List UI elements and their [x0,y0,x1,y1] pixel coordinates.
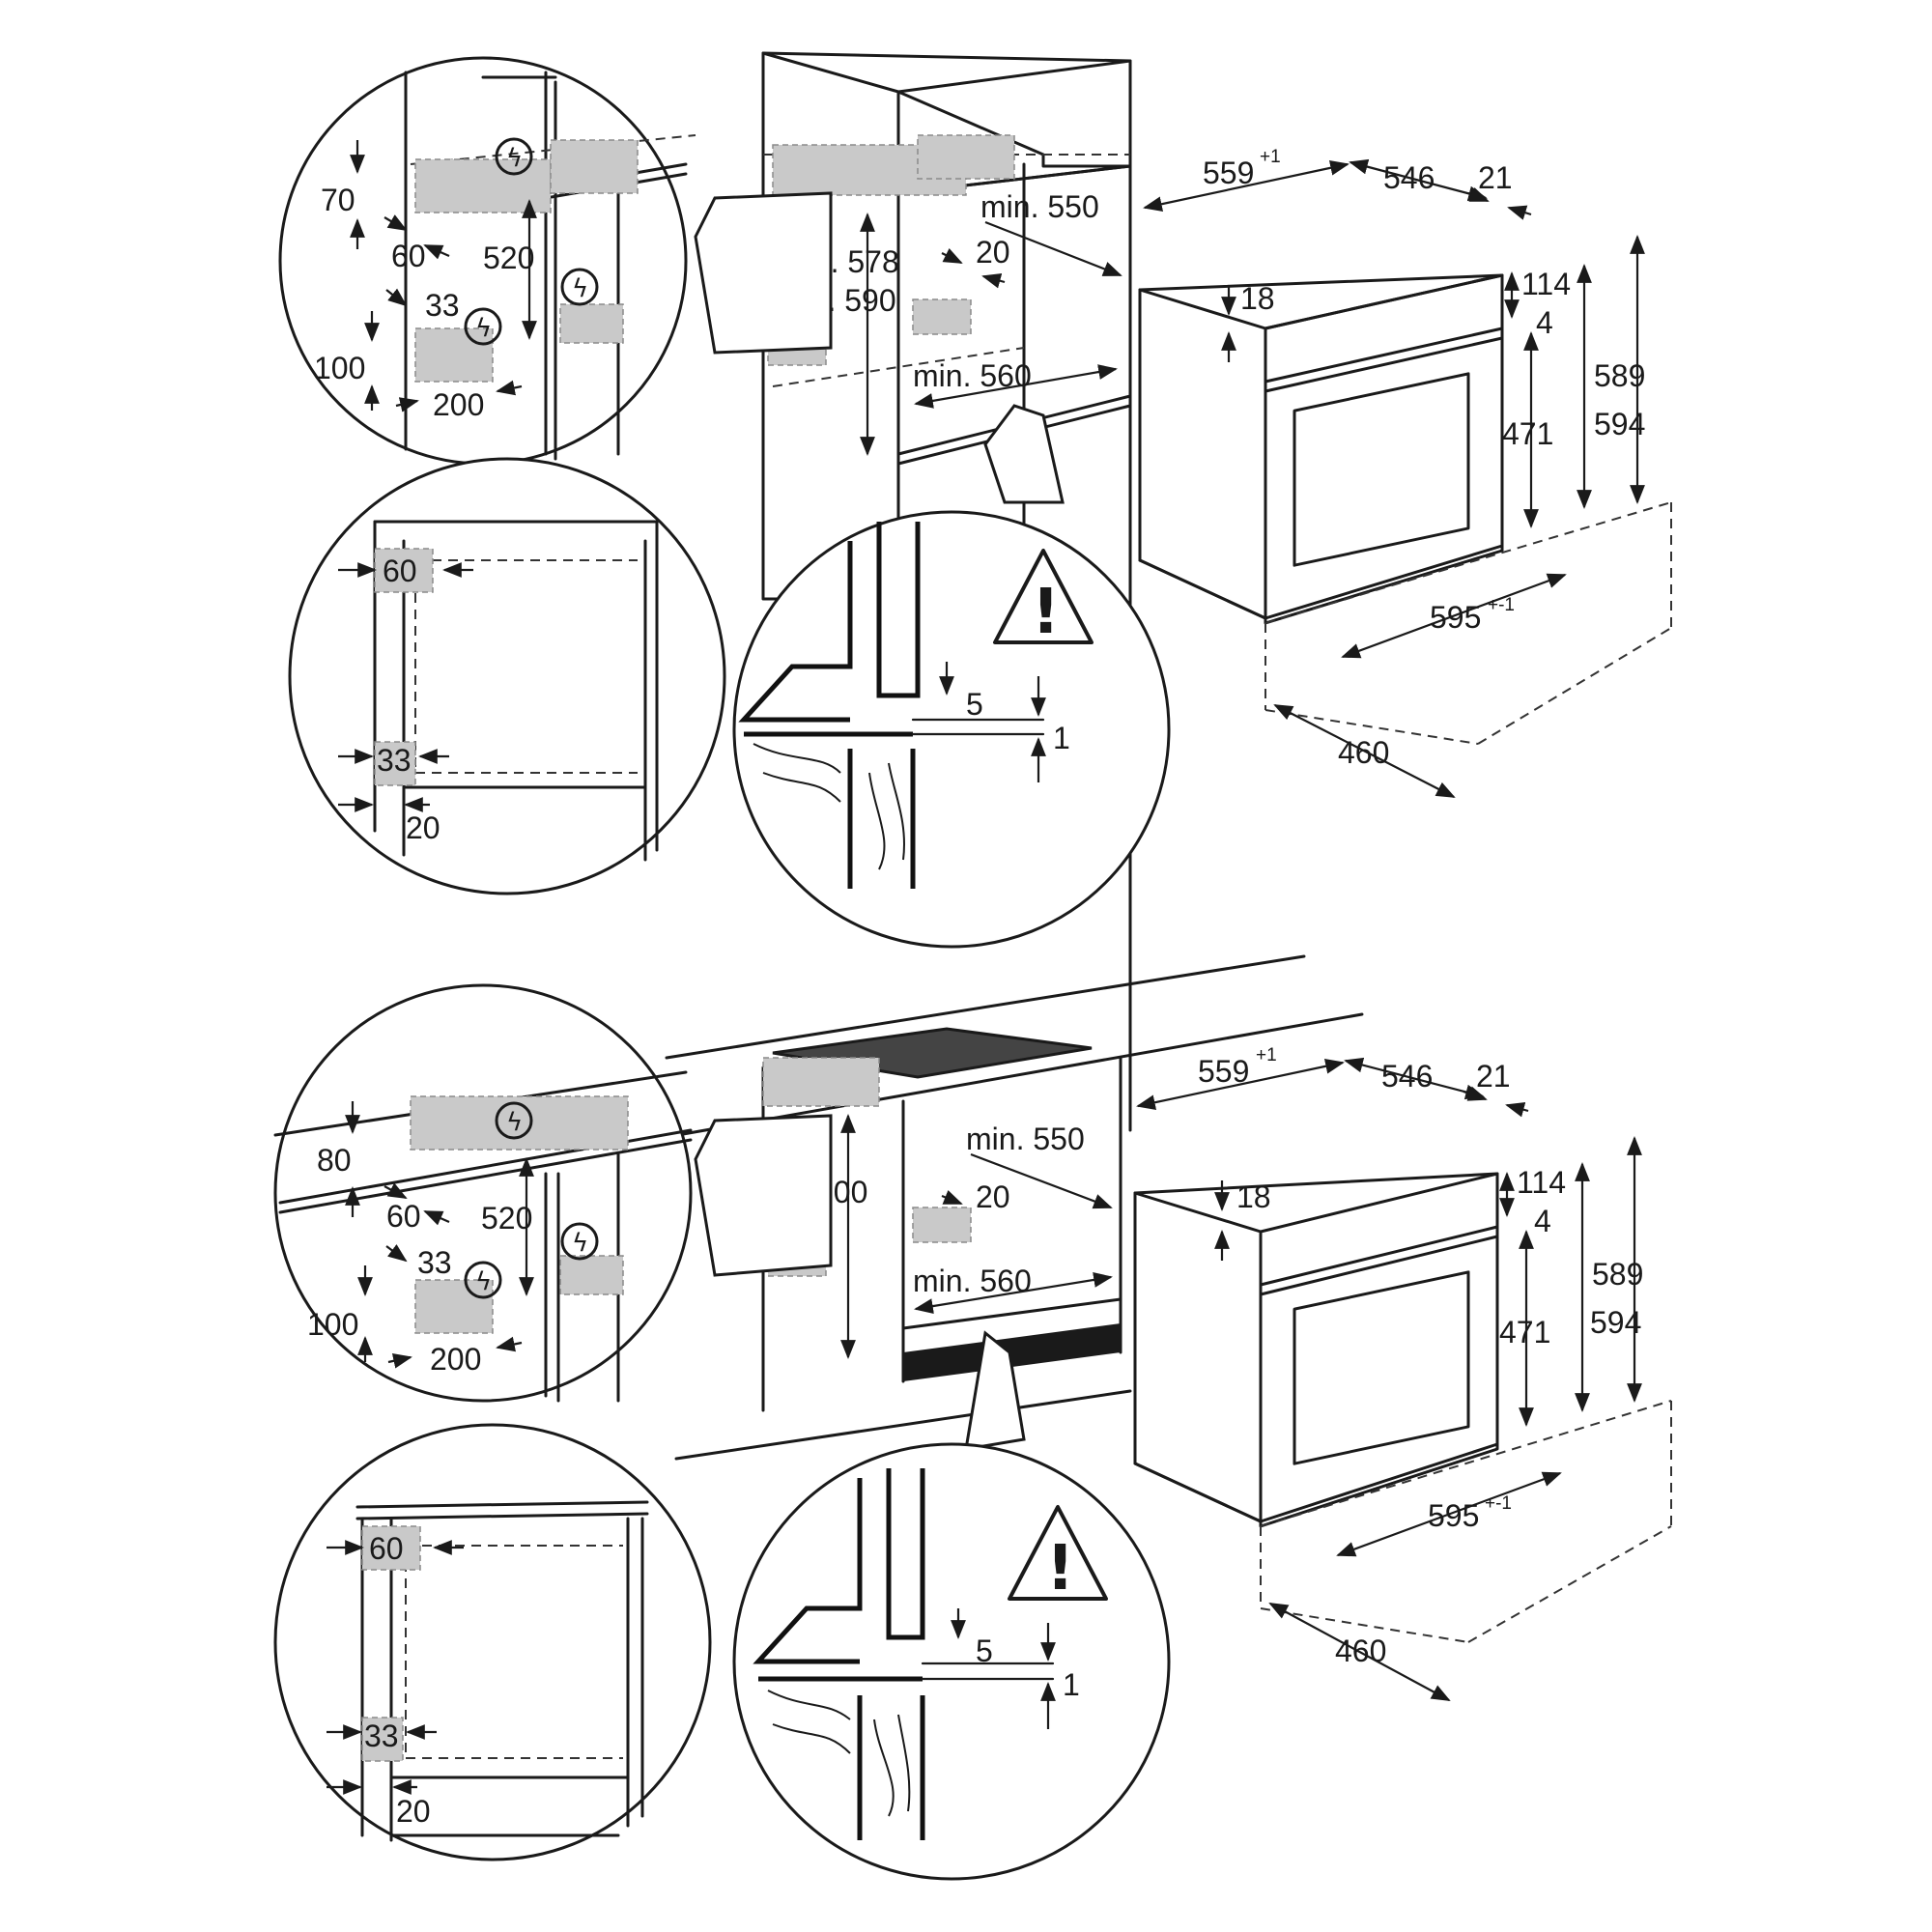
detail-circle-top: ϟ ϟ ϟ 70 60 520 33 100 200 [278,56,833,466]
label-oven-559-tol: +1 [1260,147,1281,167]
detail-circle-top-b: ϟ ϟ ϟ 80 60 520 33 100 200 [273,983,833,1403]
svg-text:ϟ: ϟ [572,1229,588,1258]
label-b-side-60: 60 [369,1531,404,1566]
label-b-oven-595: 595 [1428,1498,1479,1533]
plinth [903,1323,1121,1381]
label-oven-595-tol: +-1 [1488,595,1515,615]
label-gap-20: 20 [976,235,1010,270]
detail-circle-gap-b: ! 5 1 [732,1330,1171,1881]
label-b-oven-18: 18 [1236,1179,1271,1214]
oven-drawing-bottom: 559 +1 546 21 18 114 4 471 589 594 595 +… [1133,1045,1672,1701]
lightning-bolt-icon [560,1222,599,1261]
label-oven-594: 594 [1594,407,1645,441]
detail-circle-gap: ! 5 1 [732,404,1171,949]
label-b-side-33: 33 [364,1719,399,1753]
label-b-d33: 33 [417,1245,452,1280]
label-oven-21: 21 [1478,160,1513,195]
bottom-section: 600 min. 550 20 min. 560 ϟ ϟ [273,954,1672,1881]
svg-text:ϟ: ϟ [506,1108,523,1137]
svg-text:ϟ: ϟ [475,1267,492,1296]
label-gap-1: 1 [1053,721,1070,755]
label-d520: 520 [483,241,534,275]
label-oven-460: 460 [1338,735,1389,770]
label-oven-4: 4 [1536,305,1553,340]
label-b-oven-460: 460 [1335,1634,1386,1668]
label-b-oven-589: 589 [1592,1257,1643,1292]
label-b-oven-4: 4 [1534,1204,1551,1238]
detail-circle-side-b: 60 33 20 [273,1423,712,1861]
top-section: min. 578 max. 590 min. 550 20 min. 560 [278,51,1672,1132]
label-b-d200: 200 [430,1342,481,1377]
label-b-d80: 80 [317,1143,352,1178]
label-b-oven-595-tol: +-1 [1485,1493,1512,1514]
oven-drawing-top: 559 +1 546 21 18 114 4 471 589 594 595 +… [1138,147,1672,798]
detail-circle-side: 60 33 20 [288,457,726,895]
svg-text:ϟ: ϟ [572,274,588,303]
lightning-bolt-icon [464,307,502,346]
label-b-oven-114: 114 [1517,1165,1566,1200]
label-b-gap-5: 5 [976,1634,993,1668]
label-d200: 200 [433,387,484,422]
warning-triangle-icon [1008,1505,1108,1601]
warning-triangle-icon [993,549,1094,644]
lightning-bolt-icon [464,1261,502,1299]
svg-text:ϟ: ϟ [475,314,492,343]
label-b-d60: 60 [386,1199,421,1234]
label-side-33: 33 [377,743,412,778]
lightning-bolt-icon [495,137,533,176]
label-b-min-550: min. 550 [966,1122,1085,1156]
lightning-bolt-icon [495,1101,533,1140]
label-d70: 70 [321,183,355,217]
label-oven-595: 595 [1430,600,1481,635]
label-oven-471: 471 [1502,416,1553,451]
label-d60: 60 [391,239,426,273]
label-oven-559: 559 [1203,156,1254,190]
label-b-side-20: 20 [396,1794,431,1829]
label-min-550: min. 550 [980,189,1099,224]
label-d33: 33 [425,288,460,323]
label-side-60: 60 [383,554,417,588]
label-oven-114: 114 [1521,267,1571,301]
label-min-560: min. 560 [913,358,1032,393]
label-side-20: 20 [406,810,440,845]
svg-text:ϟ: ϟ [506,144,523,173]
label-b-d100: 100 [307,1307,358,1342]
label-b-oven-559: 559 [1198,1054,1249,1089]
label-b-gap-1: 1 [1063,1667,1080,1702]
label-d100: 100 [314,351,365,385]
label-b-oven-546: 546 [1381,1059,1433,1094]
label-b-oven-594: 594 [1590,1305,1641,1340]
label-b-oven-559-tol: +1 [1256,1045,1277,1065]
label-b-oven-21: 21 [1476,1059,1511,1094]
svg-text:!: ! [1046,1533,1074,1605]
label-b-oven-471: 471 [1499,1315,1550,1350]
label-gap-5: 5 [966,687,983,722]
label-b-gap-20: 20 [976,1179,1010,1214]
svg-text:!: ! [1032,577,1060,648]
label-b-d520: 520 [481,1201,532,1236]
label-oven-18: 18 [1240,281,1275,316]
label-oven-546: 546 [1383,160,1435,195]
lightning-bolt-icon [560,268,599,306]
